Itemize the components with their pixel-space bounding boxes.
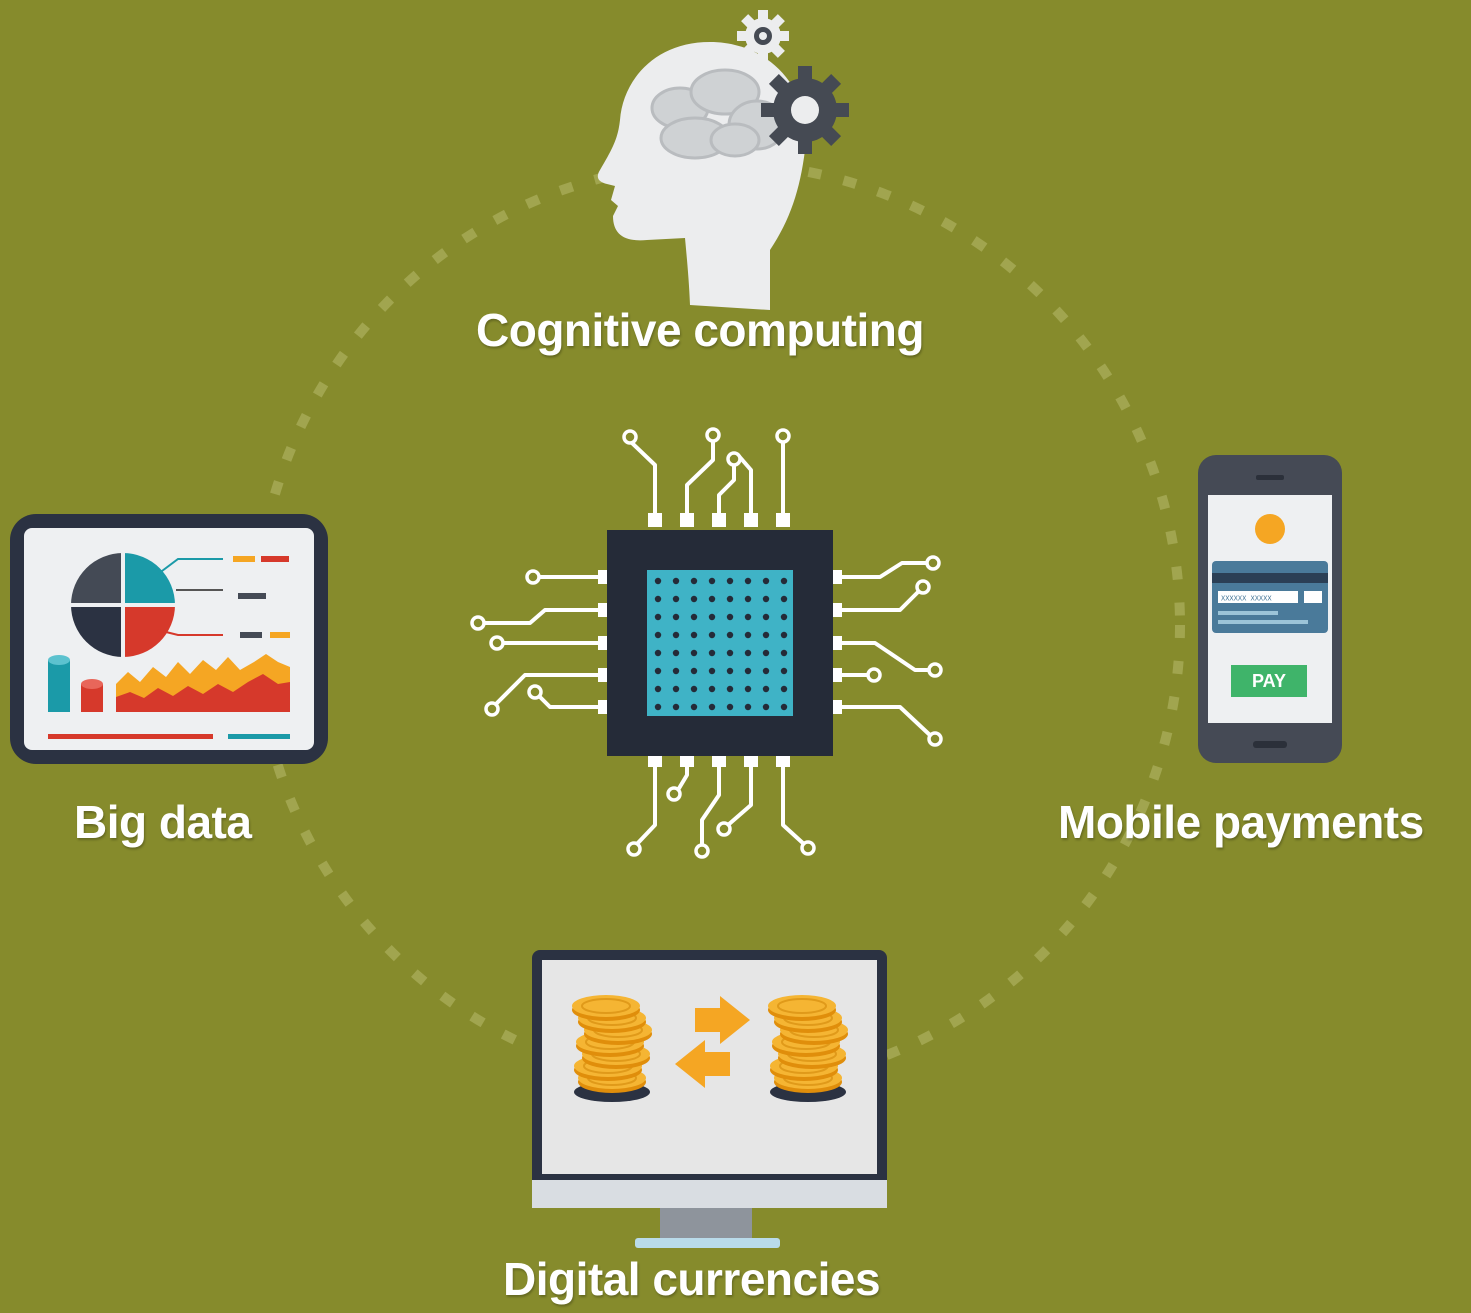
smartphone-payment-icon: XXXXXX XXXXX PAY xyxy=(1198,455,1342,763)
pay-button-label: PAY xyxy=(1252,671,1286,691)
card-number-text: XXXXXX XXXXX xyxy=(1221,595,1272,603)
monitor-coins-exchange-icon xyxy=(532,950,887,1248)
microchip-icon xyxy=(470,427,943,859)
label-digital-currencies: Digital currencies xyxy=(503,1253,881,1305)
label-big-data: Big data xyxy=(74,796,252,848)
pay-button[interactable] xyxy=(1231,665,1307,697)
label-cognitive-computing: Cognitive computing xyxy=(476,304,924,356)
head-gears-icon xyxy=(597,10,849,310)
tablet-chart-icon xyxy=(10,514,328,764)
label-mobile-payments: Mobile payments xyxy=(1058,796,1424,848)
